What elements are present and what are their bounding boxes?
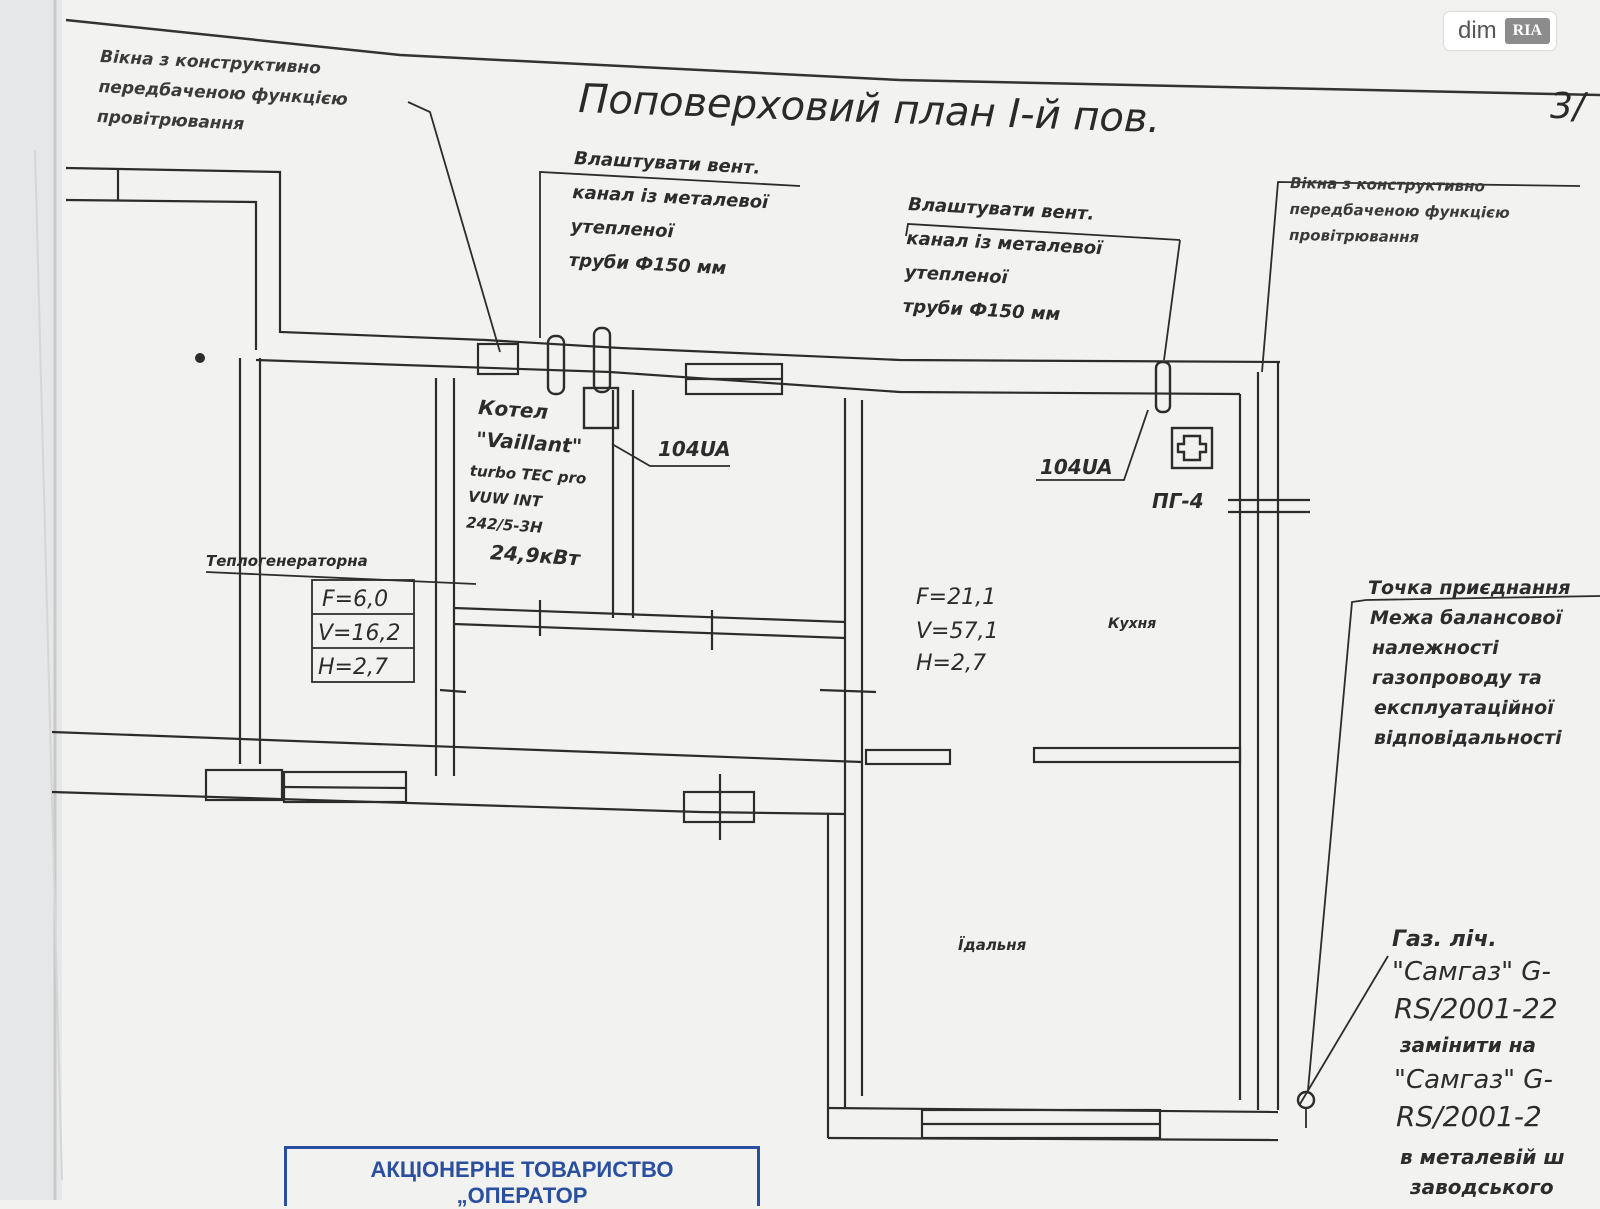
room-data-box (311, 579, 415, 683)
vent-pipe-right (1154, 360, 1172, 414)
connection-line-4: газопроводу та (1372, 667, 1542, 689)
window-note-right-line-2: передбаченою функцією (1289, 200, 1510, 222)
stamp-line-2: „ОПЕРАТОР (456, 1183, 588, 1208)
vent-code-left: 104UA (658, 437, 731, 461)
connection-line-5: експлуатаційної (1374, 697, 1555, 719)
meter-line-6: RS/2001-2 (1396, 1100, 1542, 1133)
stove-symbol (1170, 426, 1214, 470)
boiler-line-5: 242/5-3H (466, 513, 544, 536)
walls (51, 166, 1310, 1142)
room-dining-name: Їдальня (958, 935, 1027, 954)
frame-line (65, 18, 1600, 97)
room-boiler-name: Теплогенераторна (206, 552, 368, 570)
wall-top (485, 338, 1281, 364)
leader-window-left (407, 101, 501, 353)
room-kitchen-F: F=21,1 (916, 585, 996, 610)
stamp-line-1: АКЦІОНЕРНЕ ТОВАРИСТВО (370, 1157, 674, 1182)
vent-pipe-boiler (592, 326, 612, 394)
wall-bottom-a (51, 730, 863, 764)
connection-line-1: Точка приєднання (1368, 577, 1570, 599)
leader-meter (1299, 955, 1389, 1105)
stove-label: ПГ-4 (1152, 489, 1204, 513)
room-boiler-V: V=16,2 (318, 621, 400, 646)
leader-vent-right (1163, 239, 1181, 361)
connection-line-2: Межа балансової (1370, 607, 1563, 629)
room-kitchen-name: Кухня (1108, 616, 1156, 632)
leader-code-left (611, 443, 730, 467)
leader-connection (1307, 599, 1367, 1091)
stove-burner-icon (1176, 434, 1208, 462)
meter-line-5: "Самгаз" G- (1394, 1065, 1553, 1095)
wall-top-left-inner (65, 198, 258, 350)
partition-a (453, 606, 846, 624)
window-note-right: Вікна з конструктивно передбаченою функц… (1289, 174, 1510, 246)
paper-edge (0, 0, 62, 1200)
company-stamp: АКЦІОНЕРНЕ ТОВАРИСТВО „ОПЕРАТОР (284, 1146, 760, 1208)
meter-line-3: RS/2001-22 (1394, 992, 1558, 1025)
boiler-line-1: Котел (478, 395, 550, 424)
room-boiler-F: F=6,0 (322, 587, 388, 612)
connection-note: Точка приєднання Межа балансової належно… (1368, 577, 1570, 749)
window-bottom-1 (204, 768, 284, 802)
meter-line-1: Газ. ліч. (1392, 927, 1497, 952)
watermark-ria-logo: RIA (1504, 18, 1550, 44)
connection-line-6: відповідальності (1374, 727, 1562, 749)
leader-window-right (1261, 181, 1581, 373)
boiler-symbol (582, 386, 620, 430)
window-note-right-line-3: провітрювання (1289, 226, 1420, 246)
dim-ria-watermark: dim RIA (1443, 12, 1556, 50)
leader-lines (205, 101, 1600, 1128)
sheet-number: 3/ (1550, 86, 1589, 127)
door-tick-3 (819, 688, 877, 694)
leader-vent-right-top (905, 223, 1181, 241)
divider-right (1032, 746, 1242, 764)
window-note-right-line-1: Вікна з конструктивно (1290, 174, 1485, 195)
wall-top-left (65, 166, 487, 342)
room-kitchen-H: H=2,7 (916, 651, 986, 676)
connection-line-3: належності (1372, 637, 1499, 659)
window-bottom-2-sash (283, 785, 407, 790)
watermark-dim-text: dim (1457, 17, 1497, 44)
meter-line-8: заводського (1409, 1175, 1554, 1199)
meter-line-7: в металевій ш (1400, 1145, 1565, 1169)
wall-top-inner (255, 358, 1241, 396)
room-name-underline (205, 571, 477, 585)
vent-code-right: 104UA (1040, 455, 1113, 479)
underline-connection (1365, 595, 1600, 601)
page-fold-shadow (34, 149, 63, 1181)
wall-bottom-b (51, 790, 846, 816)
leader-vent-left (539, 171, 801, 338)
divider-left (864, 748, 952, 766)
leader-code-right (1036, 409, 1149, 481)
meter-line-2: "Самгаз" G- (1392, 957, 1551, 987)
meter-line-4: замінити на (1399, 1033, 1536, 1057)
partition-b (453, 622, 846, 640)
door-tick-5 (439, 688, 467, 694)
room-boiler-H: H=2,7 (318, 655, 388, 680)
vent-pipe-left (546, 334, 566, 396)
meter-note: Газ. ліч. "Самгаз" G- RS/2001-22 замінит… (1392, 927, 1565, 1199)
boiler-line-4: VUW INT (467, 488, 544, 511)
room-kitchen-V: V=57,1 (916, 619, 998, 644)
equipment (546, 326, 1316, 1110)
ink-mark (195, 353, 205, 363)
